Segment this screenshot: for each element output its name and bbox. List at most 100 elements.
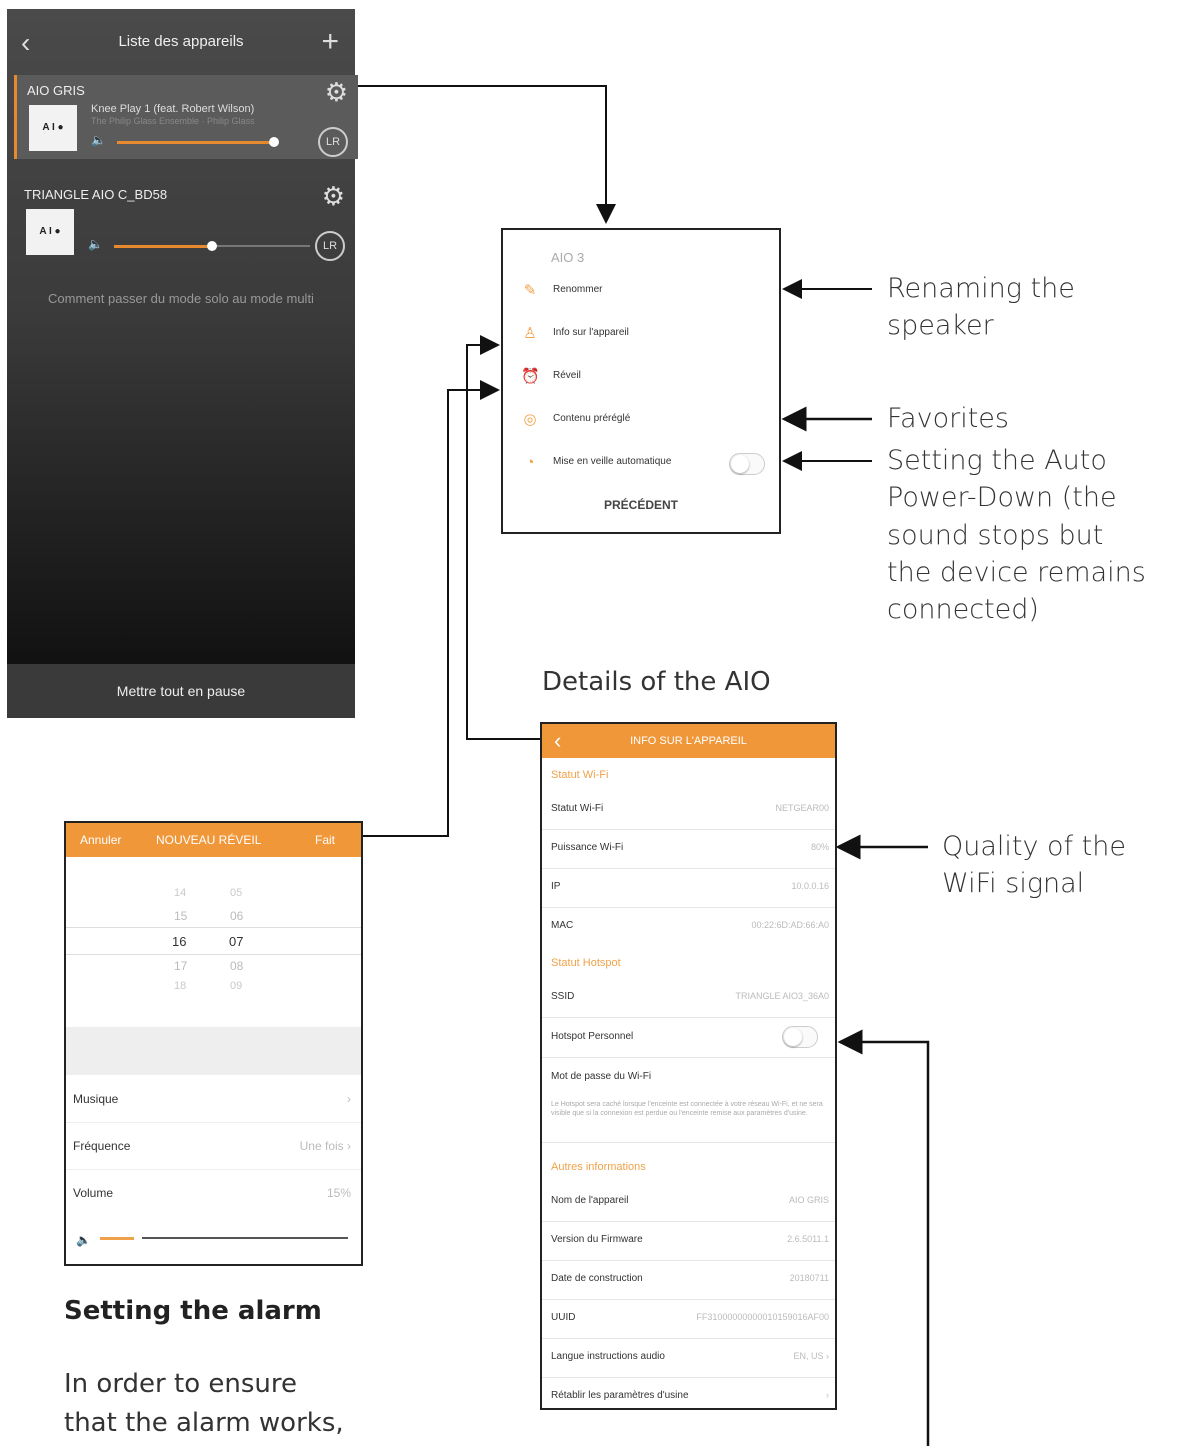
volume-track — [210, 245, 310, 247]
row-label: UUID — [551, 1312, 576, 1323]
personal-hotspot-toggle[interactable] — [782, 1026, 818, 1048]
row-label: Rétablir les paramètres d'usine — [551, 1390, 689, 1401]
device-list-title: Liste des appareils — [118, 33, 244, 50]
alarm-heading: Setting the alarm — [64, 1296, 322, 1326]
info-row-wifi-strength: Puissance Wi-Fi 80% — [542, 829, 835, 869]
info-row-audio-language[interactable]: Langue instructions audio EN, US › — [542, 1338, 835, 1378]
row-label: Date de construction — [551, 1273, 643, 1284]
picker-minute: 06 — [230, 909, 244, 923]
section-divider — [66, 1027, 361, 1075]
arrow-gear-to-menu — [356, 85, 616, 224]
row-value: 80% — [810, 842, 829, 852]
alarm-row-volume: Volume 15% — [66, 1170, 361, 1216]
row-label: Volume — [73, 1186, 114, 1200]
add-icon[interactable]: + — [321, 25, 339, 58]
row-label: Musique — [73, 1092, 119, 1106]
arrow-hotspot — [837, 1029, 930, 1446]
row-value: AIO GRIS — [788, 1195, 829, 1205]
alarm-volume-fill — [100, 1237, 134, 1240]
menu-item-label: Contenu préréglé — [553, 413, 631, 424]
device-list-header: ‹ Liste des appareils + — [7, 9, 355, 73]
back-icon[interactable]: ‹ — [554, 728, 562, 753]
time-picker-selection — [66, 927, 361, 955]
info-row-wifi-password[interactable]: Mot de passe du Wi-Fi — [542, 1058, 835, 1143]
info-row-ssid: SSID TRIANGLE AIO3_36A0 — [542, 978, 835, 1018]
picker-hour: 18 — [174, 980, 187, 992]
volume-icon: 🔈 — [91, 133, 106, 147]
pause-all-button[interactable]: Mettre tout en pause — [7, 664, 355, 718]
info-row-device-name: Nom de l'appareil AIO GRIS — [542, 1182, 835, 1222]
edit-icon: ✎ — [523, 282, 537, 299]
alarm-row-frequency[interactable]: Fréquence Une fois › — [66, 1123, 361, 1170]
volume-slider-knob[interactable] — [207, 241, 217, 251]
picker-hour: 15 — [174, 909, 188, 923]
new-alarm-screen: Annuler NOUVEAU RÉVEIL Fait 14 05 15 06 … — [64, 821, 363, 1266]
row-value: 00:22:6D:AD:66:A0 — [751, 920, 829, 930]
menu-title: AIO 3 — [551, 250, 585, 265]
lr-channel-icon[interactable]: LR — [315, 231, 345, 261]
info-row-wifi-status: Statut Wi-Fi NETGEAR00 — [542, 790, 835, 830]
device-settings-menu: AIO 3 ✎ Renommer ♙ Info sur l'appareil ⏰… — [501, 228, 781, 534]
device-name: TRIANGLE AIO C_BD58 — [24, 187, 168, 202]
menu-item-label: Réveil — [553, 370, 581, 381]
gear-icon[interactable]: ⚙ — [324, 77, 348, 107]
alarm-body: In order to ensure that the alarm works, — [64, 1365, 344, 1443]
track-artist: The Philip Glass Ensemble · Philip Glass — [91, 116, 255, 126]
section-title-other: Autres informations — [551, 1161, 646, 1173]
annotation-favorites: Favorites — [887, 403, 1009, 434]
device-card-triangle-aio[interactable]: TRIANGLE AIO C_BD58 ⚙ A I ● 🔈 LR — [14, 179, 355, 263]
cancel-button[interactable]: Annuler — [80, 833, 122, 847]
back-icon[interactable]: ‹ — [21, 27, 31, 58]
alarm-row-music[interactable]: Musique › — [66, 1076, 361, 1123]
alarm-header: Annuler NOUVEAU RÉVEIL Fait — [66, 823, 361, 857]
annotation-line: connected) — [887, 594, 1039, 625]
previous-button[interactable]: PRÉCÉDENT — [603, 498, 678, 512]
body-line: that the alarm works, — [64, 1408, 344, 1438]
picker-hour: 17 — [174, 959, 188, 973]
lr-channel-icon[interactable]: LR — [318, 127, 348, 157]
row-label: Puissance Wi-Fi — [551, 842, 624, 853]
annotation-line: sound stops but — [887, 519, 1104, 551]
picker-minute: 09 — [230, 980, 243, 992]
row-value: FF31000000000010159016AF00 — [696, 1312, 829, 1322]
menu-item-label: Renommer — [553, 284, 603, 295]
annotation-line: WiFi signal — [942, 868, 1085, 900]
device-name: AIO GRIS — [27, 83, 85, 98]
device-info-screen: ‹ INFO SUR L'APPAREIL Statut Wi-Fi Statu… — [540, 722, 837, 1410]
info-row-firmware: Version du Firmware 2.6.5011.1 — [542, 1221, 835, 1261]
chevron-right-icon: › — [347, 1092, 351, 1106]
row-label: Mot de passe du Wi-Fi — [551, 1071, 652, 1082]
annotation-line: the device remains — [887, 556, 1146, 588]
info-row-mac: MAC 00:22:6D:AD:66:A0 — [542, 907, 835, 946]
row-value: 10.0.0.16 — [791, 881, 829, 891]
row-value: TRIANGLE AIO3_36A0 — [735, 991, 829, 1001]
volume-slider-knob[interactable] — [269, 137, 279, 147]
chevron-right-icon: › — [826, 1390, 829, 1400]
menu-item-label: Mise en veille automatique — [553, 456, 672, 467]
row-label: Statut Wi-Fi — [551, 803, 604, 814]
preset-icon: ◎ — [523, 411, 537, 428]
picker-minute: 07 — [229, 934, 244, 949]
volume-fill — [117, 141, 274, 144]
volume-icon: 🔈 — [76, 1233, 91, 1247]
info-title: INFO SUR L'APPAREIL — [630, 735, 747, 747]
gear-icon[interactable]: ⚙ — [321, 181, 345, 211]
alarm-volume-slider[interactable] — [142, 1237, 348, 1239]
row-value: EN, US › — [793, 1351, 829, 1361]
row-value: 20180711 — [789, 1273, 829, 1283]
row-label: Langue instructions audio — [551, 1351, 665, 1362]
menu-item-label: Info sur l'appareil — [553, 327, 629, 338]
device-list-screen: ‹ Liste des appareils + AIO GRIS ⚙ A I ●… — [7, 9, 358, 718]
info-row-factory-reset[interactable]: Rétablir les paramètres d'usine › — [542, 1377, 835, 1408]
auto-standby-toggle[interactable] — [729, 453, 765, 475]
annotation-rename: Renaming the speaker — [887, 273, 1075, 342]
row-label: SSID — [551, 991, 575, 1002]
annotation-auto-power-down: Setting the Auto Power-Down (the sound s… — [887, 442, 1146, 628]
user-icon: ♙ — [523, 325, 537, 342]
multiroom-hint-link[interactable]: Comment passer du mode solo au mode mult… — [48, 291, 314, 306]
row-value: Une fois › — [299, 1139, 351, 1153]
details-caption: Details of the AIO — [542, 667, 771, 697]
device-card-aio-gris[interactable]: AIO GRIS ⚙ A I ● Knee Play 1 (feat. Robe… — [14, 75, 358, 159]
done-button[interactable]: Fait — [314, 833, 335, 847]
